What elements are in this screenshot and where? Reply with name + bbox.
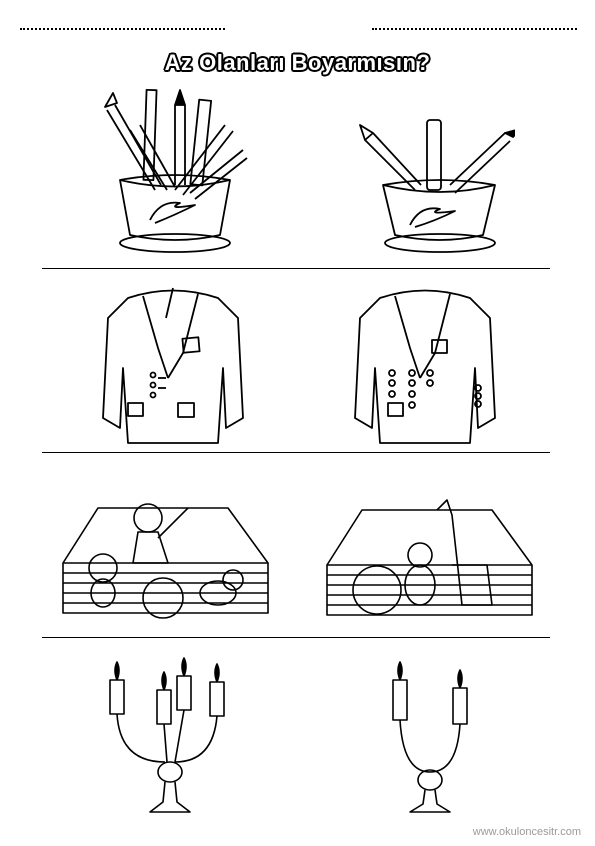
row-separator [42, 268, 550, 269]
page-title: Az Olanları Boyarmısın? [164, 50, 431, 75]
jacket-many-buttons[interactable] [350, 278, 500, 448]
name-line-left [20, 28, 225, 30]
candelabra-few[interactable] [375, 642, 485, 822]
row-separator [42, 452, 550, 453]
toy-box-few[interactable] [322, 495, 537, 625]
row-separator [42, 637, 550, 638]
pencil-cup-many[interactable] [95, 85, 255, 260]
jacket-few-buttons[interactable] [98, 278, 248, 448]
candelabra-many[interactable] [95, 642, 245, 822]
watermark: www.okuloncesitr.com [472, 826, 581, 838]
toy-box-many[interactable] [58, 488, 273, 623]
name-line-right [372, 28, 577, 30]
pencil-cup-few[interactable] [355, 115, 515, 260]
